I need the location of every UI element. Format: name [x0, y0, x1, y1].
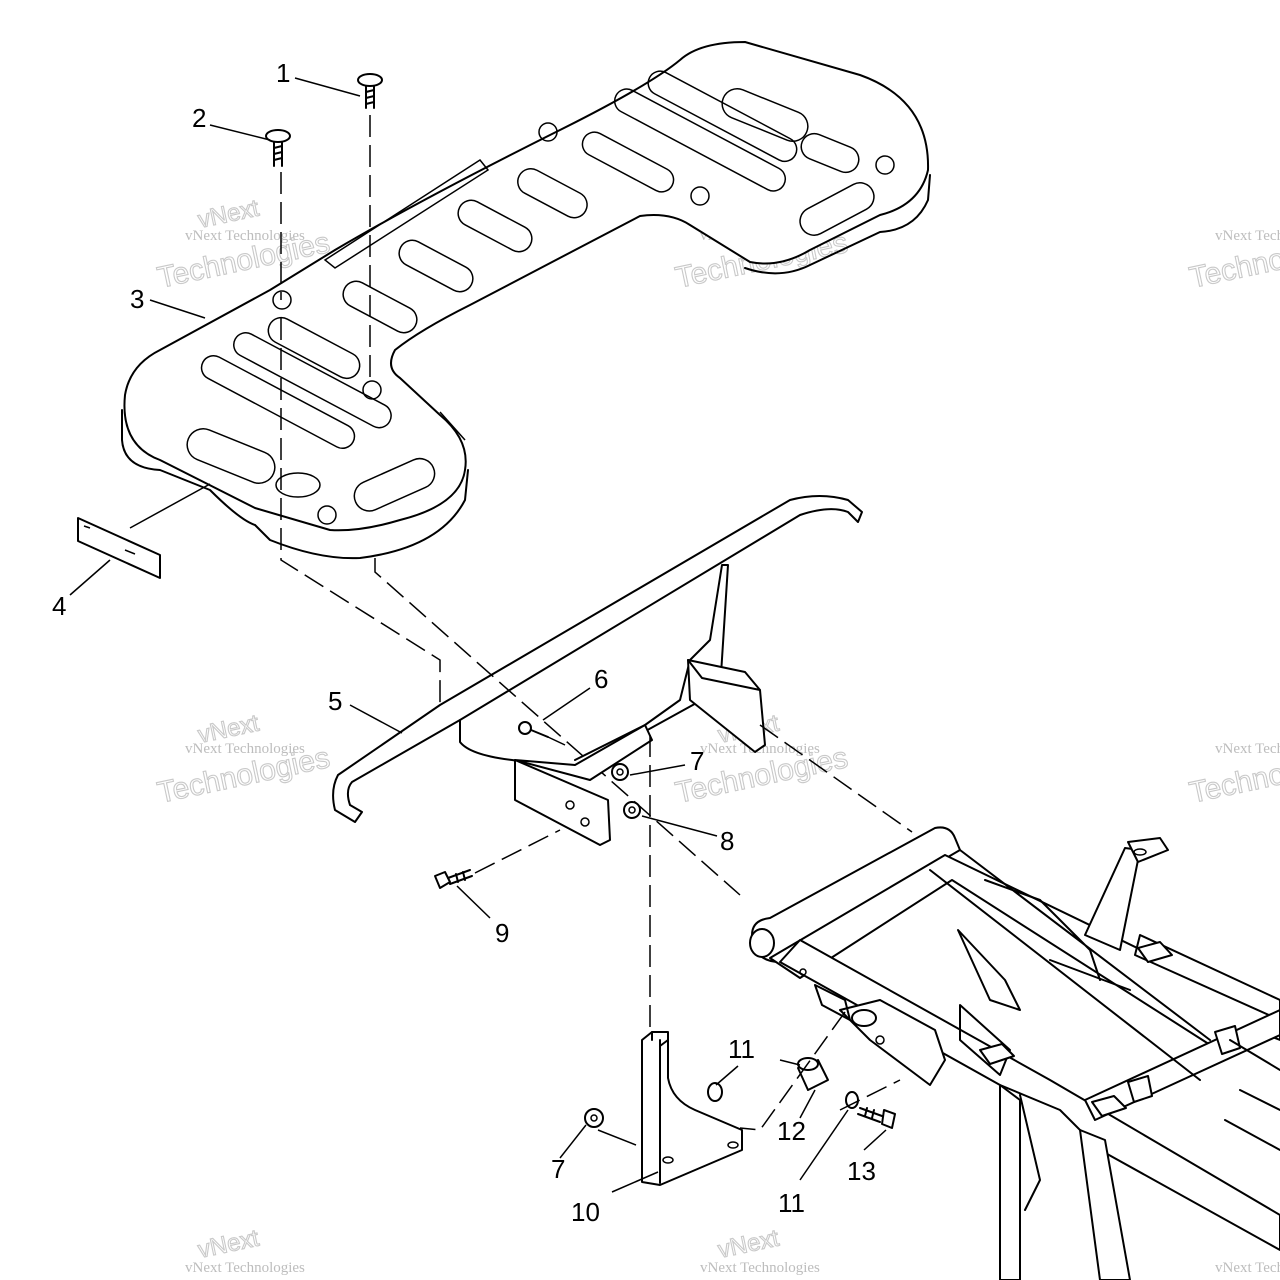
nut-7-upper	[611, 763, 629, 781]
callout-9: 9	[495, 918, 509, 948]
bolt-13	[857, 1107, 896, 1129]
watermark-9: vNext Technologies	[1215, 1260, 1280, 1276]
svg-text:vNext Technologies: vNext Technologies	[700, 1260, 820, 1276]
callout-12: 12	[777, 1116, 806, 1146]
svg-text:vNext Technologies: vNext Technologies	[185, 741, 305, 757]
callout-1: 1	[276, 58, 290, 88]
leader-lines	[69, 77, 887, 1193]
callout-2: 2	[192, 103, 206, 133]
reflector-part	[77, 517, 161, 579]
svg-text:vNext: vNext	[716, 1225, 782, 1264]
nut-7-lower	[584, 1108, 604, 1128]
svg-text:vNext Technologies: vNext Technologies	[1215, 228, 1280, 244]
watermark-6: vNext Technologies Technologies	[1186, 741, 1280, 811]
callout-10: 10	[571, 1197, 600, 1227]
screw-1	[357, 73, 383, 109]
assembly-line-rail	[374, 558, 741, 896]
callout-4: 4	[52, 591, 66, 621]
bracket-left	[514, 724, 653, 846]
assembly-line-bolt-6	[547, 736, 566, 746]
svg-text:vNext: vNext	[196, 1225, 262, 1264]
washer-11-lower	[845, 1091, 859, 1109]
callout-8: 8	[720, 826, 734, 856]
vehicle-frame-part	[749, 826, 1280, 1280]
callout-5: 5	[328, 686, 342, 716]
svg-text:vNext Technologies: vNext Technologies	[185, 228, 305, 244]
callout-3: 3	[130, 284, 144, 314]
support-part	[641, 1031, 743, 1186]
callout-7-lower: 7	[551, 1154, 565, 1184]
callout-13: 13	[847, 1156, 876, 1186]
svg-text:vNext Technologies: vNext Technologies	[185, 1260, 305, 1276]
assembly-line-frame	[739, 724, 913, 1131]
callout-6: 6	[594, 664, 608, 694]
watermark-7: vNext Technologies vNext	[185, 1224, 305, 1276]
assembly-line-screw-2	[280, 172, 441, 712]
bracket-right	[687, 659, 766, 753]
callout-7-upper: 7	[690, 746, 704, 776]
svg-text:vNext Technologies: vNext Technologies	[1215, 1260, 1280, 1276]
bolt-9	[434, 869, 473, 889]
svg-text:vNext Technologies: vNext Technologies	[1215, 741, 1280, 757]
nut-8	[623, 801, 641, 819]
washer-11-upper	[707, 1082, 723, 1102]
spacer-12	[797, 1057, 829, 1091]
callout-11-lower: 11	[778, 1188, 805, 1218]
rail-part	[332, 495, 863, 823]
assembly-line-bolt-9	[474, 829, 561, 874]
callout-11-upper: 11	[728, 1034, 755, 1064]
rear-rack-part	[121, 41, 931, 560]
assembly-line-hardware	[779, 1059, 901, 1111]
watermark-8: vNext Technologies vNext	[700, 1224, 820, 1276]
bolt-6	[518, 721, 549, 738]
watermark-3: vNext Technologies Technologies	[1186, 226, 1280, 296]
screw-2	[265, 129, 291, 167]
watermark-4: vNext Technologies vNext Technologies	[154, 709, 333, 810]
